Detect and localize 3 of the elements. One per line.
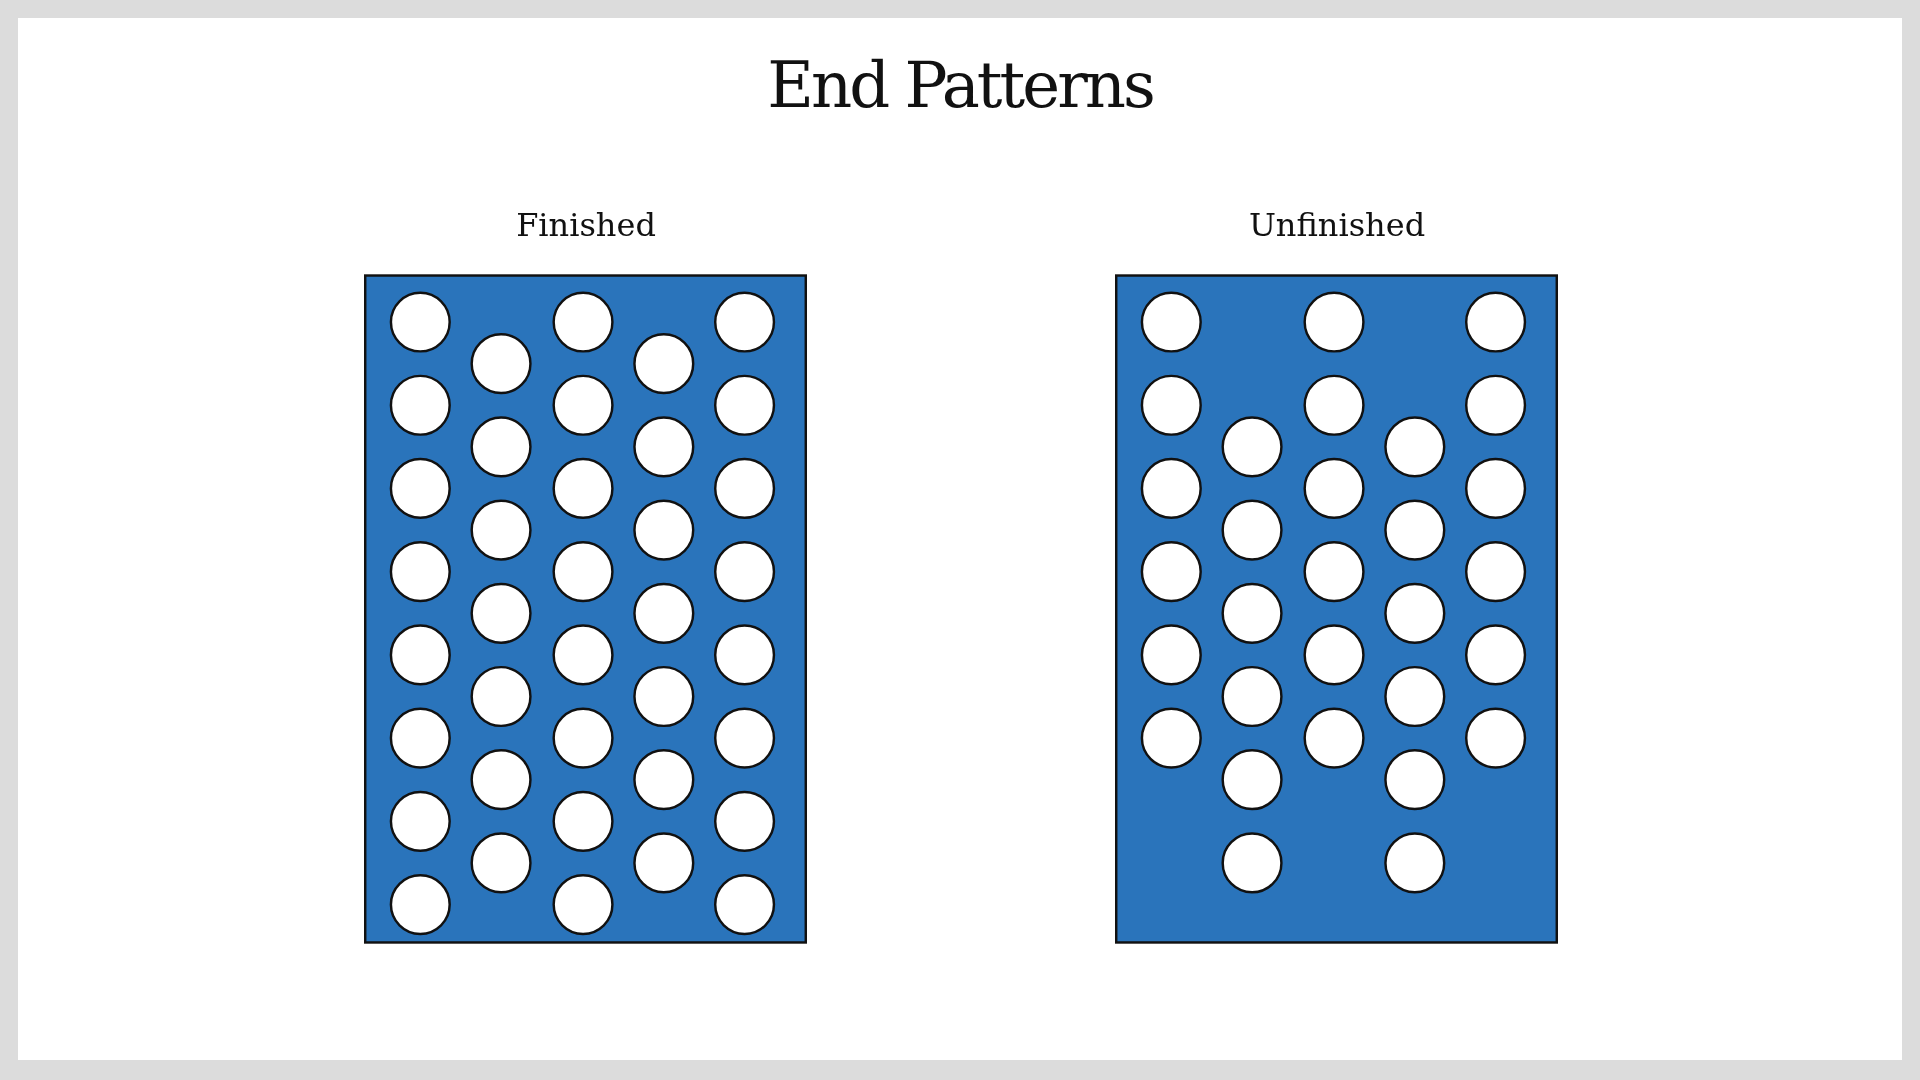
panel-heading: Unfinished: [1248, 206, 1426, 244]
panel-heading: Finished: [516, 206, 656, 244]
title: End Patterns: [766, 48, 1154, 122]
